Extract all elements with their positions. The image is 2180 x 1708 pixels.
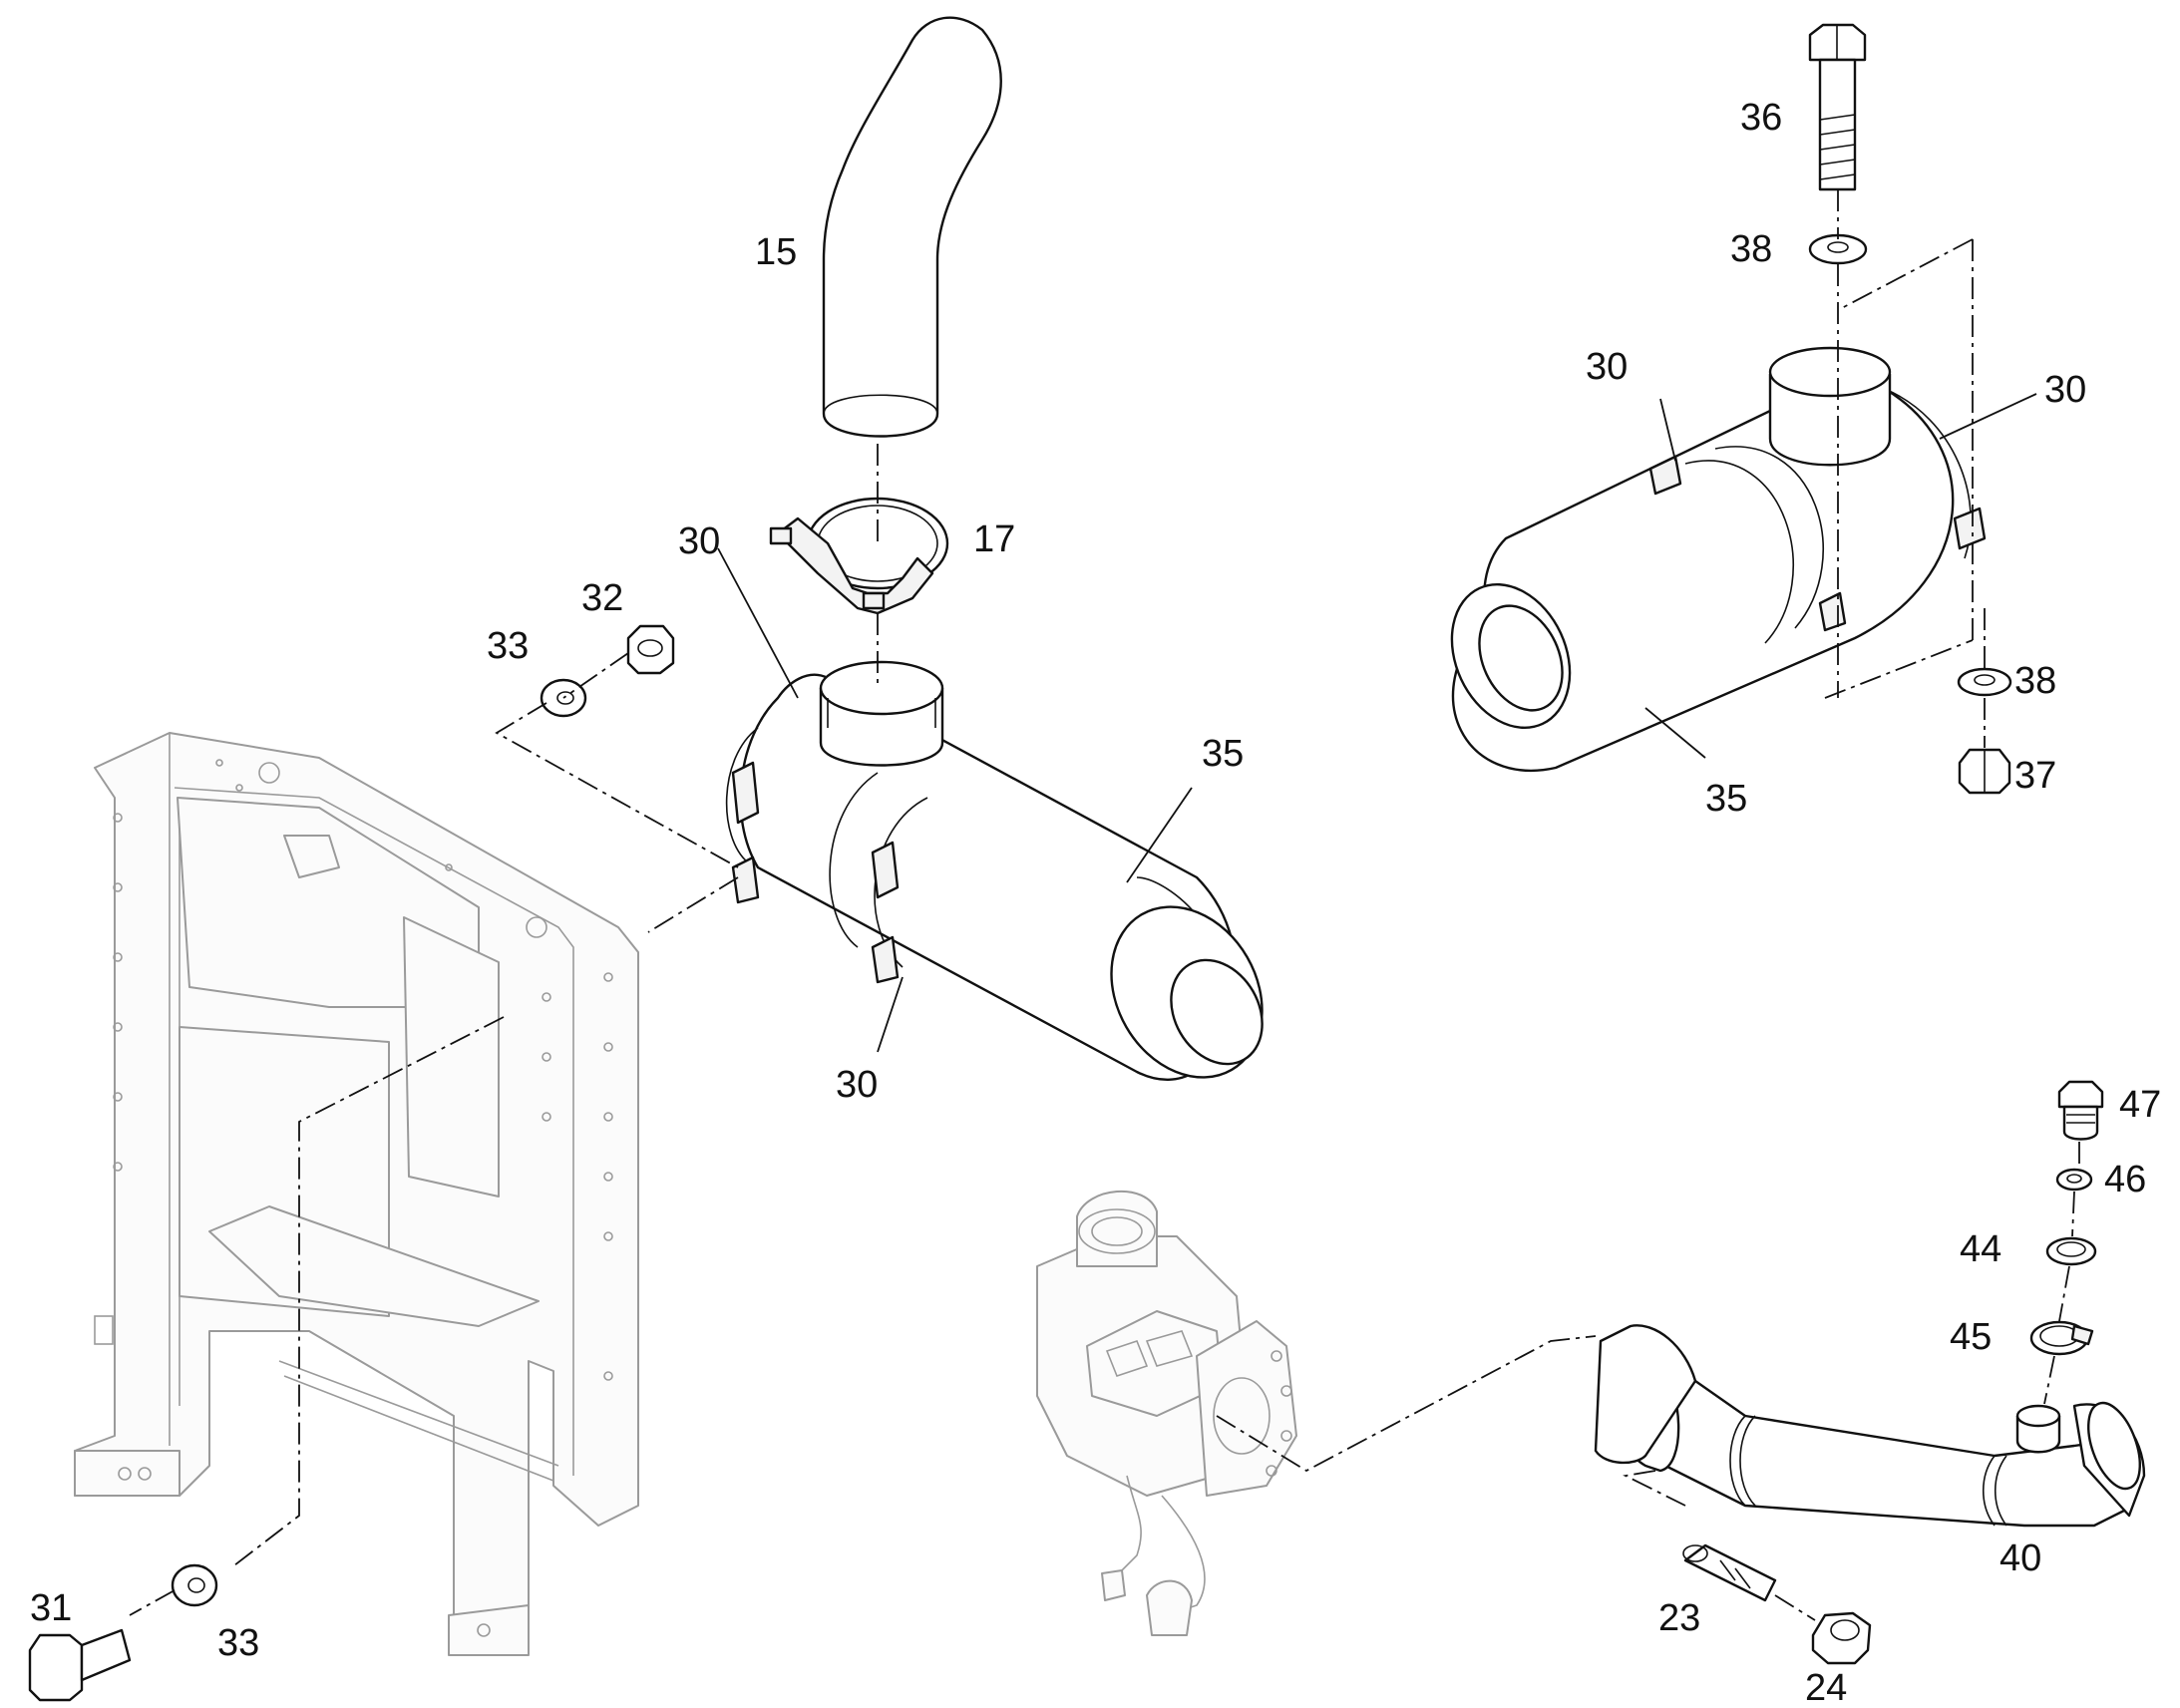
callout-44: 44 xyxy=(1960,1228,2001,1270)
stud-23 xyxy=(1682,1543,1777,1602)
muffler-35-front xyxy=(725,660,1264,1081)
callouts: 15 17 30 30 30 30 32 33 33 35 35 36 38 3… xyxy=(30,97,2161,1708)
callout-31: 31 xyxy=(30,1587,72,1629)
callout-45: 45 xyxy=(1950,1316,1992,1358)
callout-30-middle-top: 30 xyxy=(678,520,720,562)
washer-44 xyxy=(2045,1236,2097,1266)
support-frame xyxy=(74,732,639,1656)
callout-30-right-left: 30 xyxy=(1586,346,1628,388)
callout-24: 24 xyxy=(1805,1667,1847,1708)
callout-23: 23 xyxy=(1658,1597,1700,1639)
callout-35-right: 35 xyxy=(1705,778,1747,820)
callout-32: 32 xyxy=(581,577,623,619)
washer-46 xyxy=(2055,1168,2093,1192)
nut-37 xyxy=(1958,748,2011,795)
callout-40: 40 xyxy=(1999,1537,2041,1579)
clamp-45 xyxy=(2029,1320,2094,1356)
plug-47 xyxy=(2057,1080,2104,1141)
assembly-lines xyxy=(129,189,2080,1621)
callout-30-middle-bottom: 30 xyxy=(836,1064,878,1106)
washer-38-bottom xyxy=(1957,667,2012,697)
exhaust-pipe-40 xyxy=(1594,1324,2146,1528)
leader-lines xyxy=(717,393,2037,1053)
clamp-17 xyxy=(769,497,949,615)
washer-38-top xyxy=(1808,233,1868,265)
bolt-36 xyxy=(1808,23,1867,191)
nut-24 xyxy=(1811,1611,1872,1665)
callout-33-bottom: 33 xyxy=(217,1622,259,1664)
callout-36: 36 xyxy=(1740,97,1782,139)
callout-38-bottom: 38 xyxy=(2014,660,2056,702)
callout-46: 46 xyxy=(2104,1159,2146,1200)
callout-35-middle: 35 xyxy=(1202,733,1244,775)
exhaust-pipe-15 xyxy=(822,16,1002,438)
callout-37: 37 xyxy=(2014,755,2056,797)
callout-15: 15 xyxy=(755,231,797,273)
callout-47: 47 xyxy=(2119,1084,2161,1126)
muffler-35-rear xyxy=(1450,346,1987,772)
callout-30-right-right: 30 xyxy=(2044,369,2086,411)
turbocharger xyxy=(1036,1191,1297,1636)
callout-38-top: 38 xyxy=(1730,228,1772,270)
nut-32 xyxy=(626,624,675,675)
bolt-31 xyxy=(28,1628,132,1702)
callout-33-top: 33 xyxy=(487,625,529,667)
callout-17: 17 xyxy=(973,518,1015,560)
washer-33-bottom xyxy=(171,1563,218,1607)
